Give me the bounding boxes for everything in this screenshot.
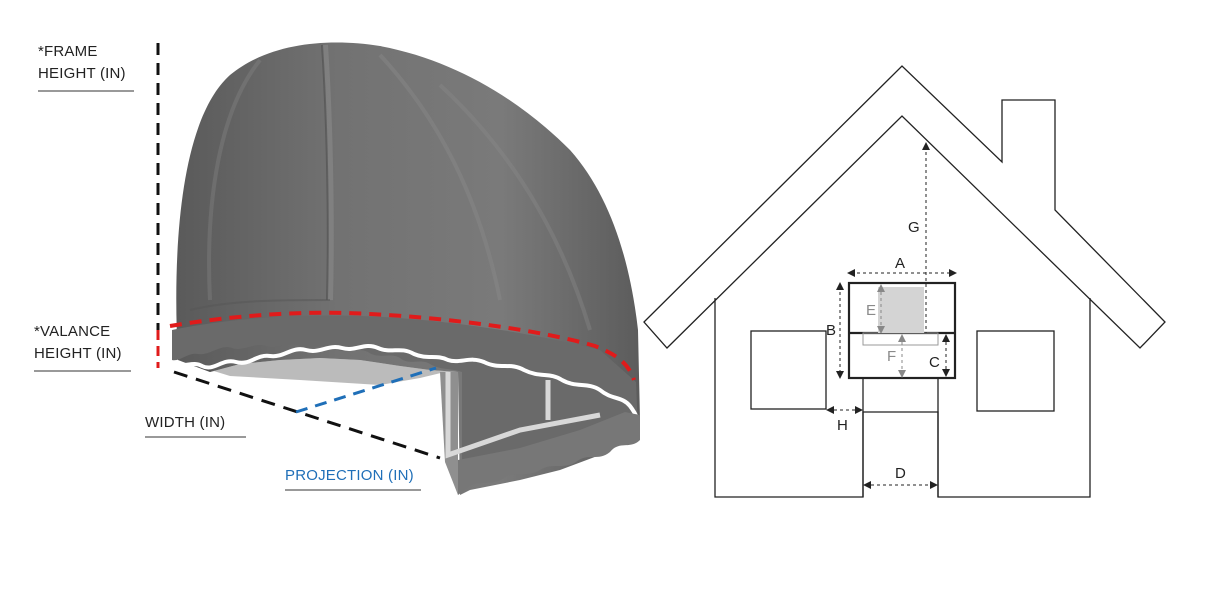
arrowhead: [898, 334, 906, 342]
frame-height-label-line2: HEIGHT (IN): [38, 65, 126, 82]
arrowhead: [898, 370, 906, 378]
projection-line: [295, 366, 437, 414]
label-a: A: [895, 255, 905, 272]
frame-height-label-line1: *FRAME: [38, 43, 98, 60]
label-h: H: [837, 417, 848, 434]
awning-frame-bar: [445, 372, 601, 459]
valance-wave-edge: [170, 344, 639, 432]
projection-label: PROJECTION (IN): [285, 467, 414, 484]
awning-rib: [378, 53, 502, 301]
label-b: B: [826, 322, 836, 339]
arrowhead: [855, 406, 863, 414]
awning-inner-panel: [189, 299, 331, 311]
arrowhead: [942, 369, 950, 377]
width-line: [173, 370, 441, 460]
arrowhead: [826, 406, 834, 414]
arrowhead: [877, 284, 885, 292]
arrowhead: [836, 282, 844, 290]
valance-height-label-line1: *VALANCE: [34, 323, 110, 340]
awning-underside: [178, 358, 458, 495]
house-diagram: [643, 65, 1166, 498]
arrowhead: [877, 326, 885, 334]
arrowhead: [922, 142, 930, 150]
dome-awning-illustration: [170, 42, 640, 495]
house-window-right: [976, 330, 1055, 412]
awning-rib: [438, 83, 592, 331]
arrowhead: [930, 481, 938, 489]
label-d: D: [895, 465, 906, 482]
house-awning-frame-shade: [878, 287, 924, 333]
awning-rib: [322, 44, 334, 301]
arrowhead: [836, 371, 844, 379]
width-label: WIDTH (IN): [145, 414, 225, 431]
house-roof-outer: [643, 65, 1166, 349]
valance-top-curve: [169, 310, 636, 381]
house-dimensions: [828, 146, 953, 486]
awning-rib: [321, 44, 329, 301]
arrowhead: [847, 269, 855, 277]
valance-height-label-line2: HEIGHT (IN): [34, 345, 122, 362]
dimension-arrowheads: [826, 142, 957, 489]
arrowhead: [942, 334, 950, 342]
house-walls: [714, 298, 1091, 498]
awning-lower-flap: [458, 412, 640, 495]
awning-valance: [172, 315, 638, 478]
label-e: E: [866, 302, 876, 319]
house-window-left: [750, 330, 827, 410]
arrowhead: [863, 481, 871, 489]
label-f: F: [887, 348, 896, 365]
label-g: G: [908, 219, 920, 236]
label-c: C: [929, 354, 940, 371]
arrowhead: [949, 269, 957, 277]
awning-rib: [207, 58, 262, 301]
